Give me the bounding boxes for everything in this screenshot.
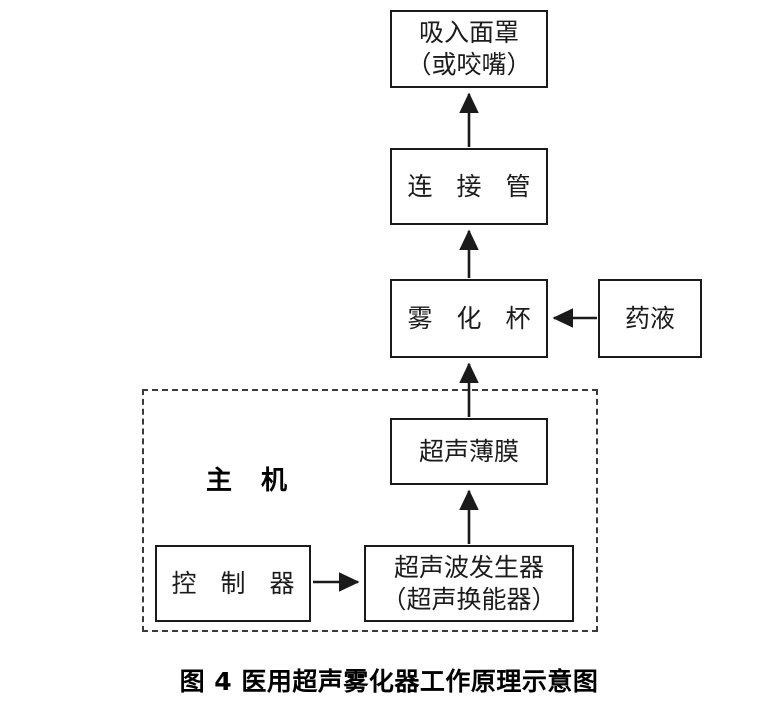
host-unit-label: 主 机 bbox=[206, 466, 298, 496]
node-ultrasonic-generator-line1: 超声波发生器 bbox=[393, 552, 544, 582]
node-nebulizer-cup-label: 雾 化 杯 bbox=[407, 303, 539, 333]
node-connecting-tube[interactable]: 连 接 管 bbox=[390, 148, 548, 225]
node-inhalation-mask-line1: 吸入面罩 bbox=[418, 18, 519, 47]
node-ultrasonic-generator[interactable]: 超声波发生器 （超声换能器） bbox=[364, 545, 574, 622]
node-inhalation-mask-line2: （或咬嘴） bbox=[406, 50, 532, 79]
node-ultrasonic-generator-line2: （超声换能器） bbox=[381, 584, 557, 614]
node-connecting-tube-label: 连 接 管 bbox=[407, 171, 539, 201]
node-ultrasonic-membrane[interactable]: 超声薄膜 bbox=[390, 418, 548, 485]
host-unit-enclosure bbox=[142, 389, 598, 632]
node-inhalation-mask[interactable]: 吸入面罩 （或咬嘴） bbox=[390, 10, 548, 88]
node-controller-label: 控 制 器 bbox=[171, 568, 303, 598]
node-nebulizer-cup[interactable]: 雾 化 杯 bbox=[390, 279, 548, 358]
node-medicinal-liquid-label: 药液 bbox=[624, 303, 675, 333]
node-ultrasonic-membrane-label: 超声薄膜 bbox=[418, 436, 519, 466]
node-controller[interactable]: 控 制 器 bbox=[155, 545, 311, 622]
node-medicinal-liquid[interactable]: 药液 bbox=[598, 279, 702, 358]
figure-caption: 图 4 医用超声雾化器工作原理示意图 bbox=[179, 667, 599, 696]
